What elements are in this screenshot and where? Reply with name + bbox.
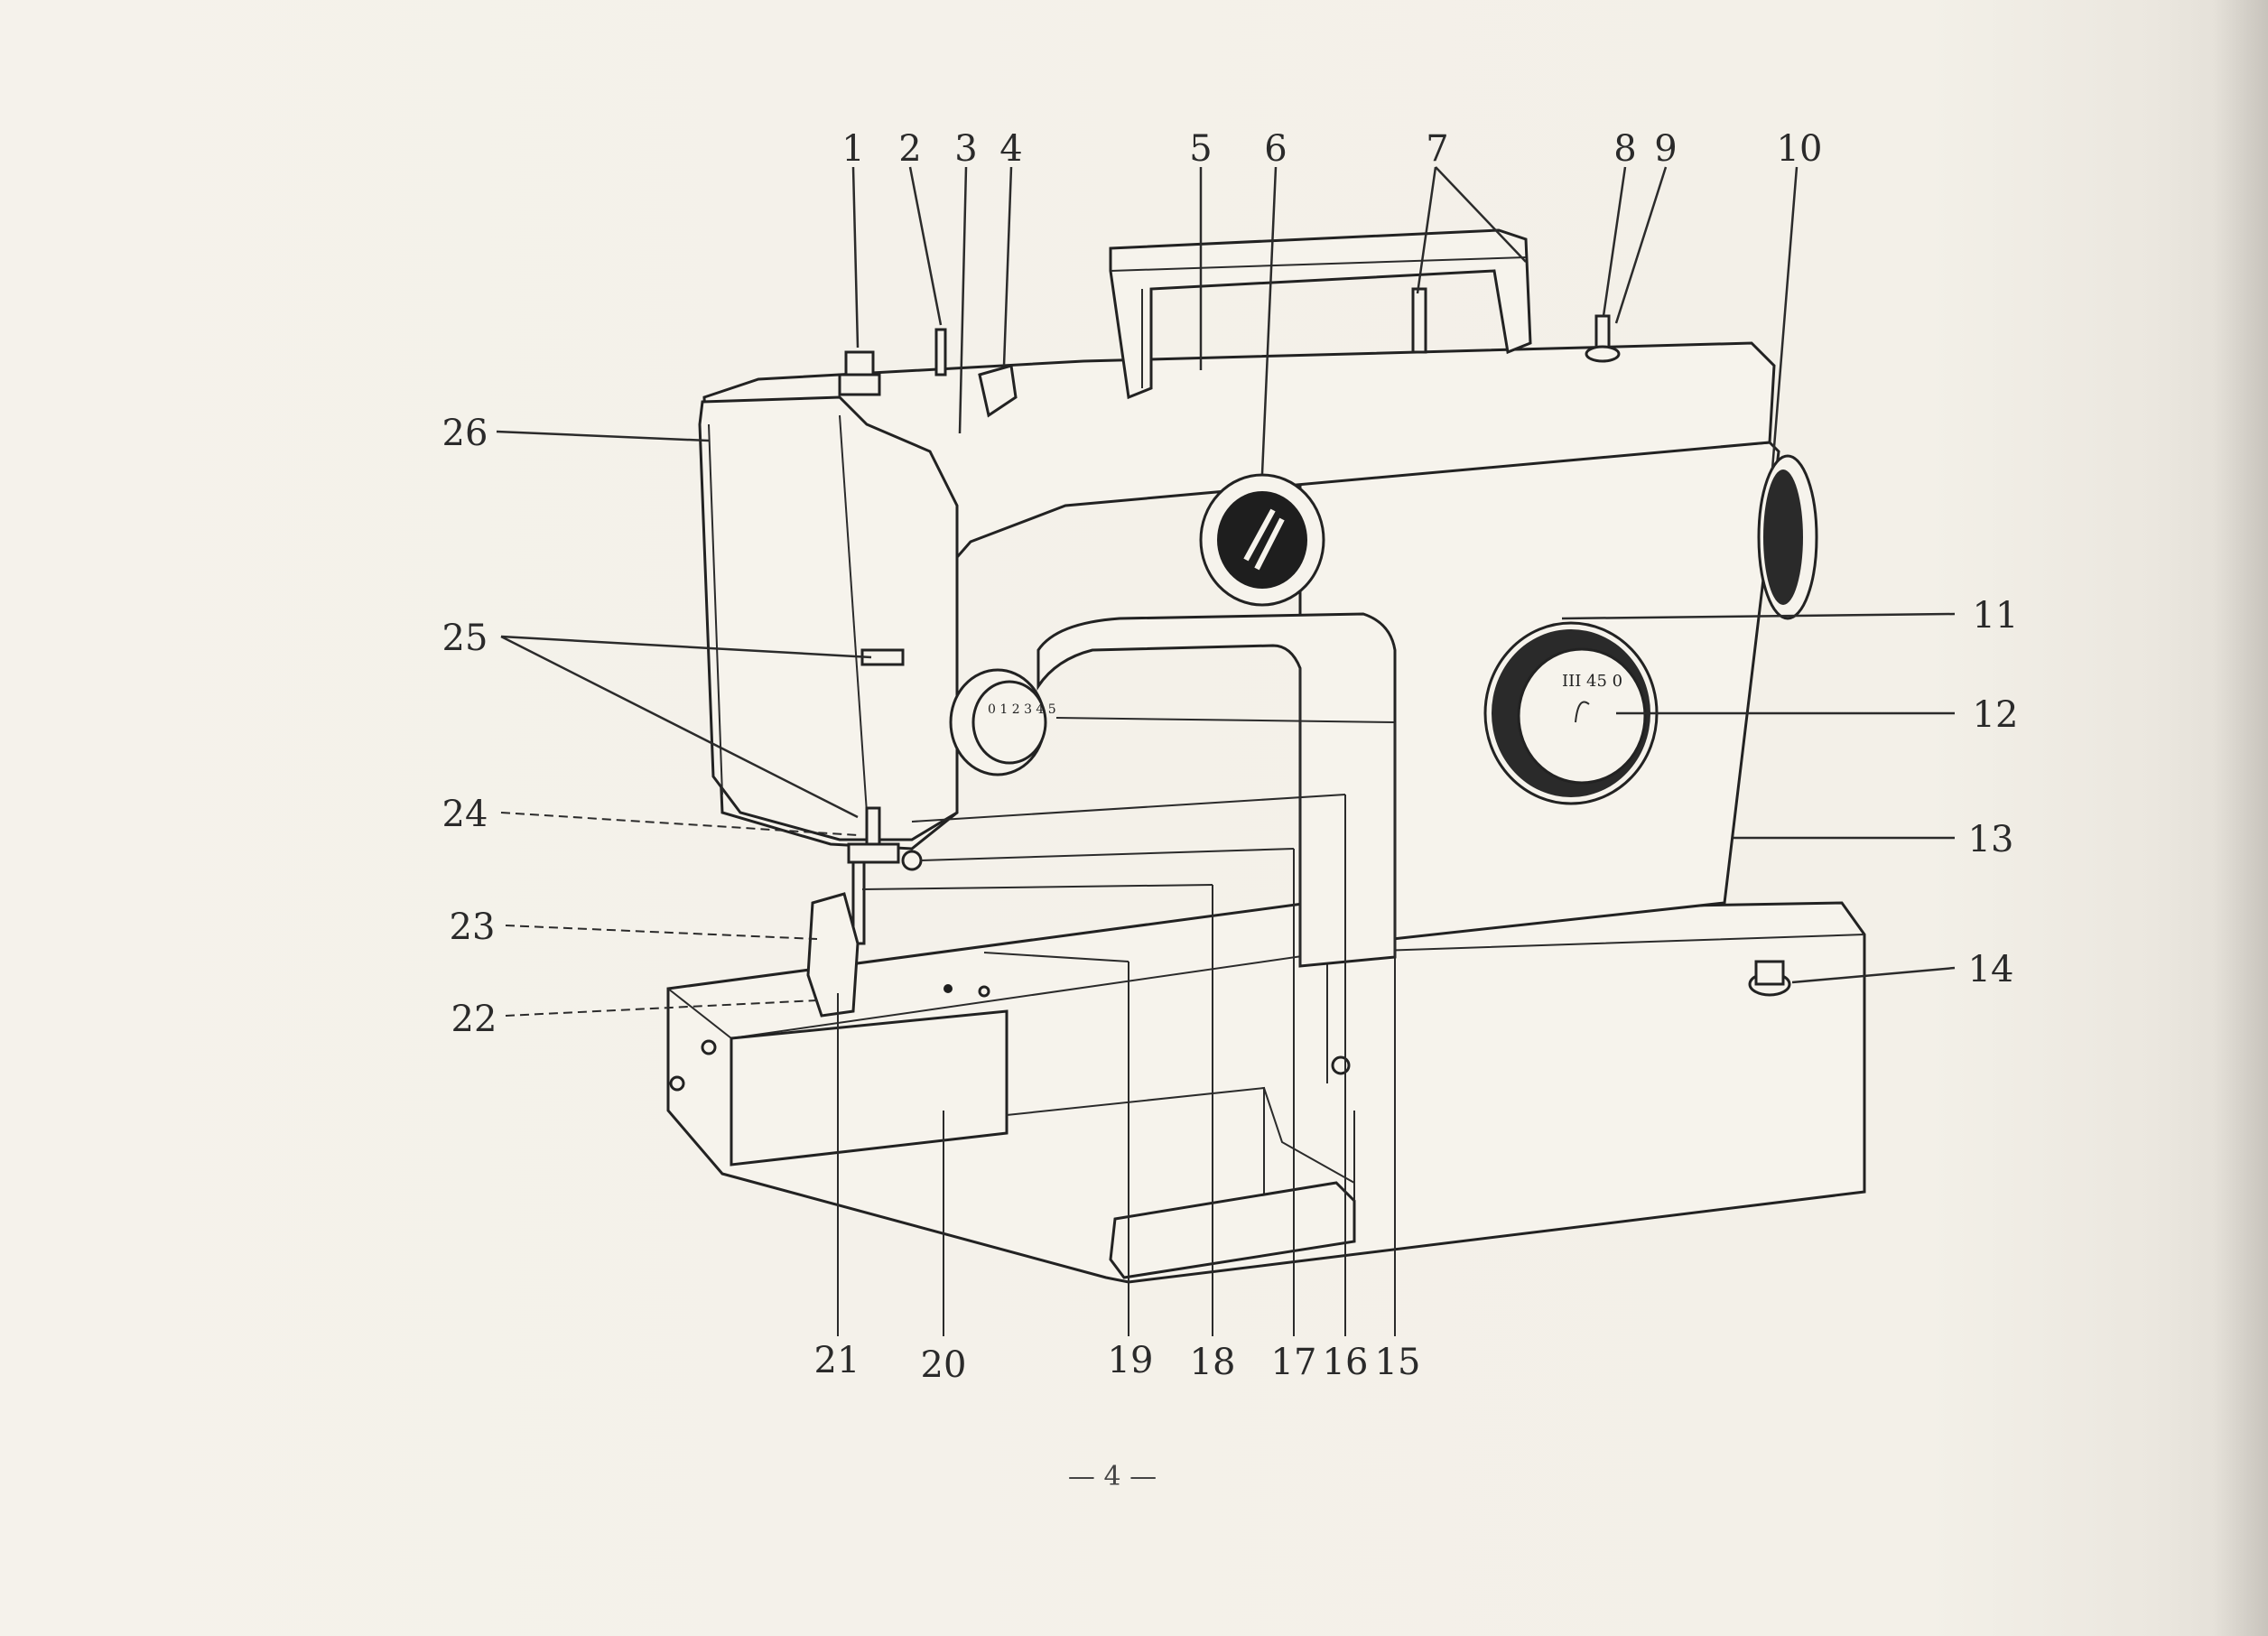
label-4: 4 — [999, 128, 1022, 170]
label-19: 19 — [1108, 1340, 1154, 1381]
binding-shadow — [2214, 0, 2268, 1636]
upper-dial — [1199, 473, 1325, 607]
presser-foot — [806, 892, 860, 1018]
pattern-selector-dial: III 45 0 — [1483, 621, 1659, 805]
label-10: 10 — [1777, 128, 1823, 170]
label-17: 17 — [1271, 1342, 1317, 1383]
label-24: 24 — [442, 794, 488, 835]
svg-text:0 1 2 3 4 5: 0 1 2 3 4 5 — [988, 702, 1056, 717]
label-7: 7 — [1426, 128, 1448, 170]
label-12: 12 — [1973, 694, 2019, 736]
label-16: 16 — [1323, 1342, 1369, 1383]
label-2: 2 — [898, 128, 921, 170]
leader-lines — [496, 166, 1956, 1336]
label-9: 9 — [1654, 128, 1677, 170]
presser-foot-screw — [847, 842, 900, 864]
label-18: 18 — [1190, 1342, 1236, 1383]
label-15: 15 — [1375, 1342, 1421, 1383]
svg-text:III 45 0: III 45 0 — [1562, 672, 1622, 691]
label-22: 22 — [451, 999, 497, 1040]
part-labels: 1 2 3 4 5 6 7 8 9 10 11 12 13 14 15 16 1… — [442, 128, 2019, 1386]
label-13: 13 — [1968, 819, 2014, 860]
label-8: 8 — [1613, 128, 1636, 170]
thread-tension-knob — [1748, 960, 1791, 997]
label-20: 20 — [921, 1344, 967, 1386]
free-arm — [730, 1009, 1009, 1167]
hand-wheel — [1757, 454, 1818, 620]
spool-pin-left — [838, 350, 881, 396]
label-11: 11 — [1973, 595, 2019, 637]
thread-guide — [978, 364, 1018, 418]
bobbin-winder-pin — [934, 328, 947, 376]
carrying-handle — [1109, 228, 1532, 400]
stitch-width-dial: 0 1 2 3 4 5 — [949, 668, 1056, 776]
label-3: 3 — [954, 128, 977, 170]
arch-opening — [1036, 612, 1397, 968]
label-5: 5 — [1189, 128, 1212, 170]
sewing-machine-illustration: III 45 0 0 1 2 3 4 5 — [666, 228, 1866, 1284]
label-21: 21 — [814, 1340, 860, 1381]
needle-clamp — [865, 806, 881, 846]
label-1: 1 — [841, 128, 864, 170]
label-26: 26 — [442, 413, 488, 454]
label-14: 14 — [1968, 949, 2014, 990]
label-25: 25 — [442, 618, 488, 659]
label-23: 23 — [450, 906, 496, 948]
face-plate — [698, 395, 959, 841]
page-number: — 4 — — [1068, 1461, 1157, 1492]
label-6: 6 — [1264, 128, 1287, 170]
